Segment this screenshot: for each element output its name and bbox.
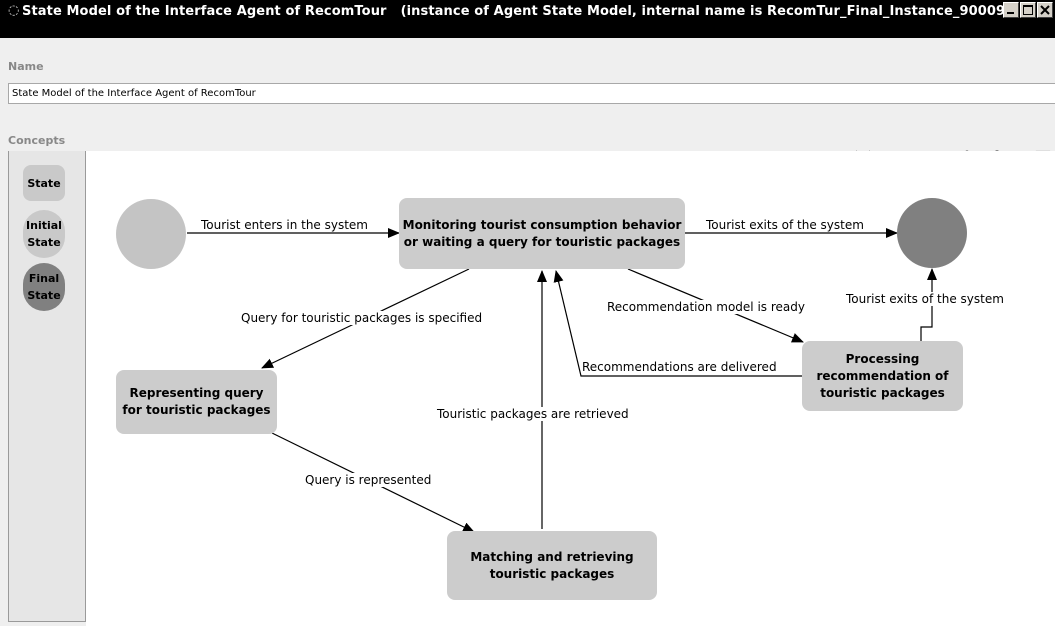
palette-initial-state[interactable]: Initial State [23, 210, 65, 258]
close-icon [1040, 5, 1050, 15]
name-field[interactable]: State Model of the Interface Agent of Re… [8, 83, 1055, 104]
state-monitoring[interactable]: Monitoring tourist consumption behavior … [399, 198, 685, 269]
label-recs-delivered: Recommendations are delivered [582, 360, 777, 374]
final-state-node[interactable] [897, 198, 967, 268]
concept-palette: State Initial State Final State [8, 151, 86, 622]
label-exit-1: Tourist exits of the system [706, 218, 864, 232]
label-packages-retrieved: Touristic packages are retrieved [437, 407, 629, 421]
close-button[interactable] [1037, 2, 1053, 18]
concepts-label: Concepts [8, 134, 66, 147]
window-title: State Model of the Interface Agent of Re… [22, 4, 1012, 19]
minimize-button[interactable] [1003, 2, 1019, 18]
label-exit-2: Tourist exits of the system [846, 292, 1004, 306]
label-query-specified: Query for touristic packages is specifie… [241, 311, 483, 325]
label-model-ready: Recommendation model is ready [607, 300, 805, 314]
palette-final-state[interactable]: Final State [23, 263, 65, 311]
initial-state-node[interactable] [116, 199, 186, 269]
window-title-bar: ◌ State Model of the Interface Agent of … [0, 0, 1055, 38]
state-matching[interactable]: Matching and retrieving touristic packag… [447, 531, 657, 600]
palette-state[interactable]: State [23, 165, 65, 201]
transition-recs-delivered [553, 270, 802, 377]
state-representing[interactable]: Representing query for touristic package… [116, 370, 277, 434]
name-label: Name [8, 60, 44, 73]
maximize-button[interactable] [1020, 2, 1036, 18]
label-enter: Tourist enters in the system [201, 218, 368, 232]
diagram-canvas[interactable]: Monitoring tourist consumption behavior … [86, 151, 1055, 626]
state-processing[interactable]: Processing recommendation of touristic p… [802, 341, 963, 411]
window-icon: ◌ [8, 3, 20, 18]
label-query-represented: Query is represented [305, 473, 432, 487]
